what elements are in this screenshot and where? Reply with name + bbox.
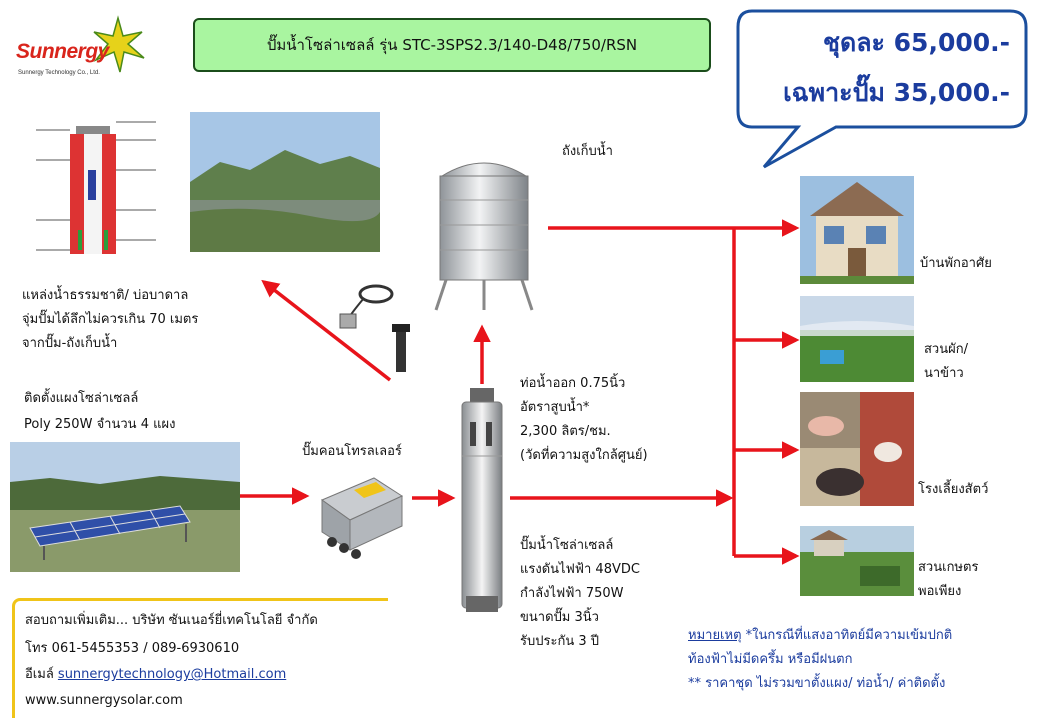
pump-spec-line: รับประกัน 3 ปี [520,634,599,649]
garden-label: สวนผัก/ นาข้าว [924,338,968,386]
pond-photo [190,112,380,252]
notes: หมายเหตุ *ในกรณีที่แสงอาทิตย์มีความเข้มป… [688,624,952,696]
garden-photo [800,296,914,382]
tank-image [420,150,548,320]
note-heading: หมายเหตุ [688,628,742,643]
garden-icon [800,296,914,382]
contact-email-link[interactable]: sunnergytechnology@Hotmail.com [57,667,287,682]
agri-label-line: สวนเกษตร [918,560,979,575]
note-line-3: ** ราคาชุด ไม่รวมขาตั้งแผง/ ท่อน้ำ/ ค่าต… [688,676,946,691]
garden-label-line: นาข้าว [924,366,964,381]
well-diagram [26,110,176,262]
solar-panel-line: ติดตั้งแผงโซล่าเซลล์ [24,391,139,406]
speech-bubble-icon [736,9,1028,169]
pump-spec-line: ขนาดปั๊ม 3นิ้ว [520,610,599,625]
outlet-line: (วัดที่ความสูงใกล้ศูนย์) [520,448,648,463]
agri-label-line: พอเพียง [918,584,962,599]
outlet-info: ท่อน้ำออก 0.75นิ้ว อัตราสูบน้ำ* 2,300 ลิ… [520,372,648,468]
farm-icon [800,392,914,506]
water-tank-icon [434,162,534,311]
house-icon [800,176,914,284]
pond-image-icon [190,112,380,252]
pump-specs: ปั๊มน้ำโซล่าเซลล์ แรงดันไฟฟ้า 48VDC กำลั… [520,534,640,654]
outlet-line: ท่อน้ำออก 0.75นิ้ว [520,376,626,391]
contact-website[interactable]: www.sunnergysolar.com [25,693,183,708]
water-source-line: แหล่งน้ำธรรมชาติ/ บ่อบาดาล [22,288,189,303]
water-source-line: จากปั๊ม-ถังเก็บน้ำ [22,336,118,351]
tank-label: ถังเก็บน้ำ [562,144,613,159]
controller-icon [320,477,404,559]
outlet-line: 2,300 ลิตร/ชม. [520,424,611,439]
contact-company: สอบถามเพิ่มเติม... บริษัท ซันเนอร์ยี่เทค… [25,613,318,628]
note-text: *ในกรณีที่แสงอาทิตย์มีความเข้มปกติ [741,628,953,643]
pump-spec-line: แรงดันไฟฟ้า 48VDC [520,562,640,577]
pump-image [456,386,508,618]
farm-photo [800,392,914,506]
water-source-line: จุ่มปั๊มได้ลึกไม่ควรเกิน 70 เมตร [22,312,199,327]
outlet-line: อัตราสูบน้ำ* [520,400,590,415]
pump-spec-line: กำลังไฟฟ้า 750W [520,586,624,601]
price-set: ชุดละ 65,000.- [823,28,1010,57]
note-line-2: ท้องฟ้าไม่มีดครึ้ม หรือมีฝนตก [688,652,853,667]
page-title: ปั๊มน้ำโซล่าเซลล์ รุ่น STC-3SPS2.3/140-D… [193,18,711,72]
controller-image [314,470,406,562]
contact-phone: โทร 061-5455353 / 089-6930610 [25,641,240,656]
price-pump-only: เฉพาะปั๊ม 35,000.- [783,78,1010,107]
house-label: บ้านพักอาศัย [920,256,992,271]
agri-icon [800,526,914,596]
price-bubble: ชุดละ 65,000.- เฉพาะปั๊ม 35,000.- [736,9,1028,171]
contact-email-label: อีเมล์ [25,667,58,682]
garden-label-line: สวนผัก/ [924,342,968,357]
page-title-text: ปั๊มน้ำโซล่าเซลล์ รุ่น STC-3SPS2.3/140-D… [266,36,638,54]
house-photo [800,176,914,284]
float-switch-image [336,282,416,382]
solar-panel-image-icon [10,442,240,572]
agri-label: สวนเกษตร พอเพียง [918,556,978,604]
agri-photo [800,526,914,596]
farm-label: โรงเลี้ยงสัตว์ [918,482,989,497]
well-diagram-icon [36,121,156,254]
solar-pump-icon [461,388,503,612]
logo [10,14,160,84]
solar-panel-line: Poly 250W จำนวน 4 แผง [24,417,176,432]
note-line-1: หมายเหตุ *ในกรณีที่แสงอาทิตย์มีความเข้มป… [688,624,952,648]
controller-label: ปั๊มคอนโทรลเลอร์ [302,444,402,459]
float-switch-icon [339,284,410,372]
water-source-info: แหล่งน้ำธรรมชาติ/ บ่อบาดาล จุ่มปั๊มได้ลึ… [22,284,198,356]
pump-spec-line: ปั๊มน้ำโซล่าเซลล์ [520,538,614,553]
contact-box: สอบถามเพิ่มเติม... บริษัท ซันเนอร์ยี่เทค… [12,598,388,718]
logo-text: Sunnergy [16,40,109,63]
logo-subtitle: Sunnergy Technology Co., Ltd. [18,70,100,76]
solar-panel-photo [10,442,240,572]
star-icon [93,15,145,73]
solar-panel-info: ติดตั้งแผงโซล่าเซลล์ Poly 250W จำนวน 4 แ… [24,386,175,438]
contact-email-row: อีเมล์ sunnergytechnology@Hotmail.com [25,665,286,685]
